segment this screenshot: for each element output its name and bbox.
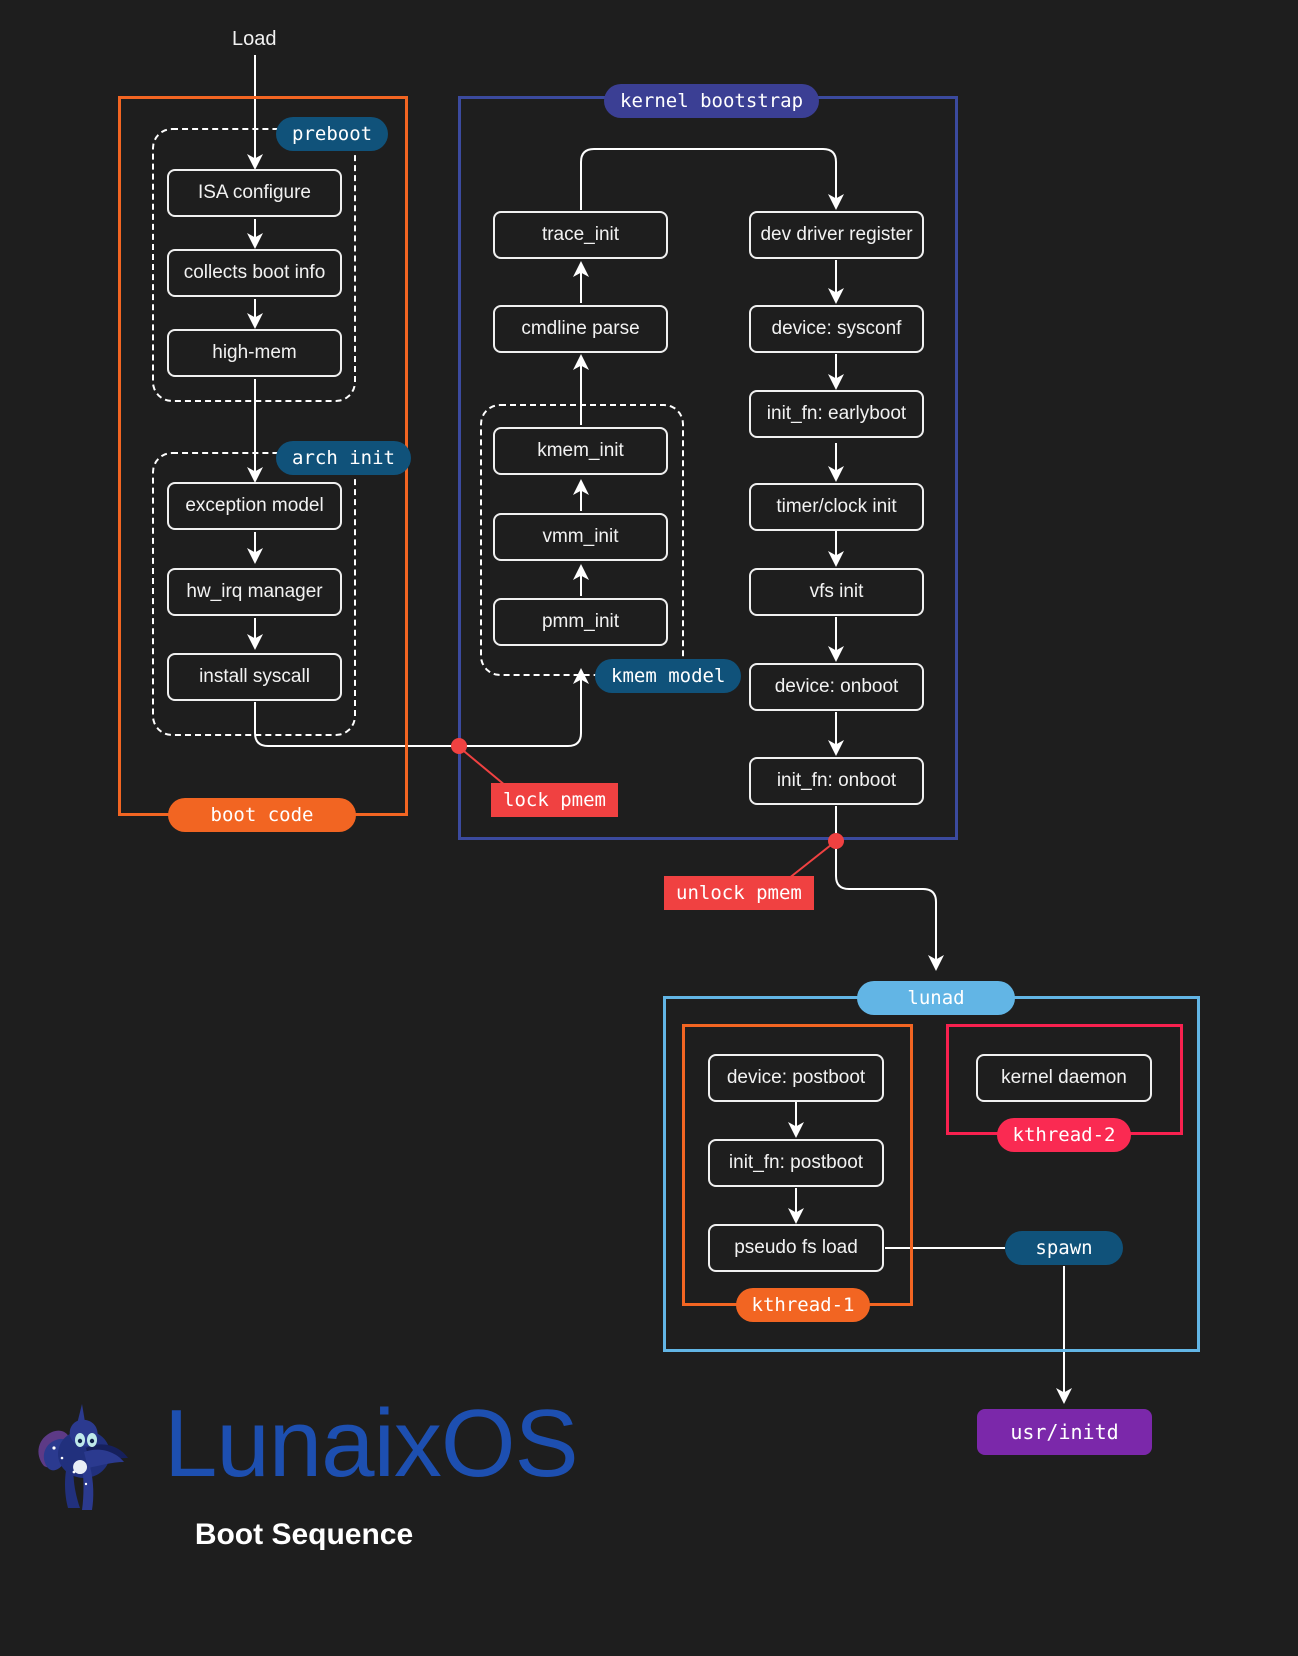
brand-block: LunaixOS Boot Sequence [24, 1378, 584, 1568]
node-hw-irq-manager[interactable]: hw_irq manager [167, 568, 342, 616]
node-install-syscall[interactable]: install syscall [167, 653, 342, 701]
node-init-fn-earlyboot[interactable]: init_fn: earlyboot [749, 390, 924, 438]
node-pmm-init[interactable]: pmm_init [493, 598, 668, 646]
node-kmem-init[interactable]: kmem_init [493, 427, 668, 475]
node-device-postboot[interactable]: device: postboot [708, 1054, 884, 1102]
node-high-mem[interactable]: high-mem [167, 329, 342, 377]
annotation-lock-pmem: lock pmem [491, 783, 618, 817]
node-isa-configure[interactable]: ISA configure [167, 169, 342, 217]
node-kernel-daemon[interactable]: kernel daemon [976, 1054, 1152, 1102]
brand-wordmark: LunaixOS [164, 1396, 579, 1492]
node-init-fn-postboot[interactable]: init_fn: postboot [708, 1139, 884, 1187]
node-dev-driver-register[interactable]: dev driver register [749, 211, 924, 259]
group-label-preboot: preboot [276, 117, 389, 151]
node-vmm-init[interactable]: vmm_init [493, 513, 668, 561]
node-exception-model[interactable]: exception model [167, 482, 342, 530]
unlock-pmem-junction-dot [828, 833, 844, 849]
diagram-title: Boot Sequence [194, 1518, 414, 1551]
node-timer-clock-init[interactable]: timer/clock init [749, 483, 924, 531]
node-pseudo-fs-load[interactable]: pseudo fs load [708, 1224, 884, 1272]
group-label-lunad: lunad [857, 981, 1015, 1015]
annotation-spawn: spawn [1005, 1231, 1123, 1265]
group-label-kthread-2: kthread-2 [997, 1118, 1131, 1152]
node-vfs-init[interactable]: vfs init [749, 568, 924, 616]
group-label-arch-init: arch init [276, 441, 411, 475]
annotation-unlock-pmem: unlock pmem [664, 876, 814, 910]
brand-wordmark-text: LunaixOS [164, 1390, 579, 1497]
group-label-boot-code: boot code [168, 798, 356, 832]
entry-label: Load [232, 28, 277, 50]
luna-mascot-icon [38, 1404, 128, 1510]
node-cmdline-parse[interactable]: cmdline parse [493, 305, 668, 353]
node-trace-init[interactable]: trace_init [493, 211, 668, 259]
node-device-onboot[interactable]: device: onboot [749, 663, 924, 711]
node-device-sysconf[interactable]: device: sysconf [749, 305, 924, 353]
lock-pmem-junction-dot [451, 738, 467, 754]
group-label-kthread-1: kthread-1 [736, 1288, 870, 1322]
group-label-kernel-bootstrap: kernel bootstrap [604, 84, 820, 118]
node-collects-boot-info[interactable]: collects boot info [167, 249, 342, 297]
annotation-usr-initd: usr/initd [977, 1409, 1152, 1455]
node-init-fn-onboot[interactable]: init_fn: onboot [749, 757, 924, 805]
group-label-kmem-model: kmem model [595, 659, 742, 693]
